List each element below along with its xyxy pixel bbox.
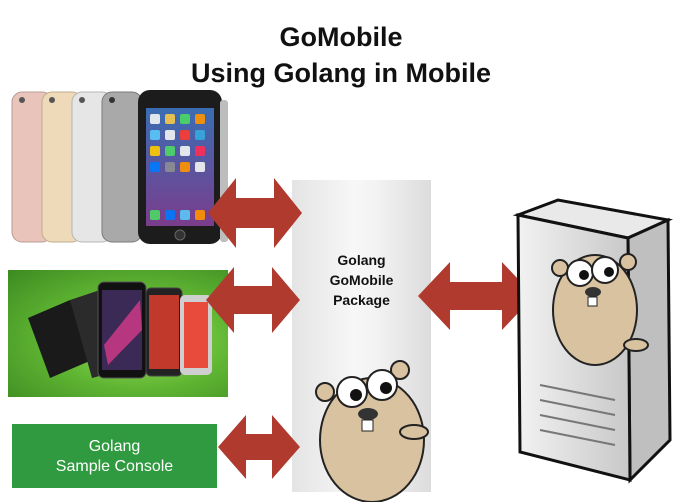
package-label-line1: Golang <box>337 252 386 268</box>
console-label-line2: Sample Console <box>55 458 174 475</box>
package-label-line3: Package <box>333 292 390 308</box>
console-label-line1: Golang <box>88 438 141 455</box>
gopher-icon <box>315 360 429 502</box>
iphone-icon <box>11 90 228 244</box>
double-arrow-icon <box>206 178 534 479</box>
page-title: GoMobile <box>279 22 403 52</box>
android-phones-icon <box>28 281 212 379</box>
package-label-line2: GoMobile <box>329 272 394 288</box>
sample-console-box: Golang Sample Console <box>12 424 217 488</box>
gopher-icon <box>551 253 649 366</box>
page-subtitle: Using Golang in Mobile <box>191 58 491 88</box>
